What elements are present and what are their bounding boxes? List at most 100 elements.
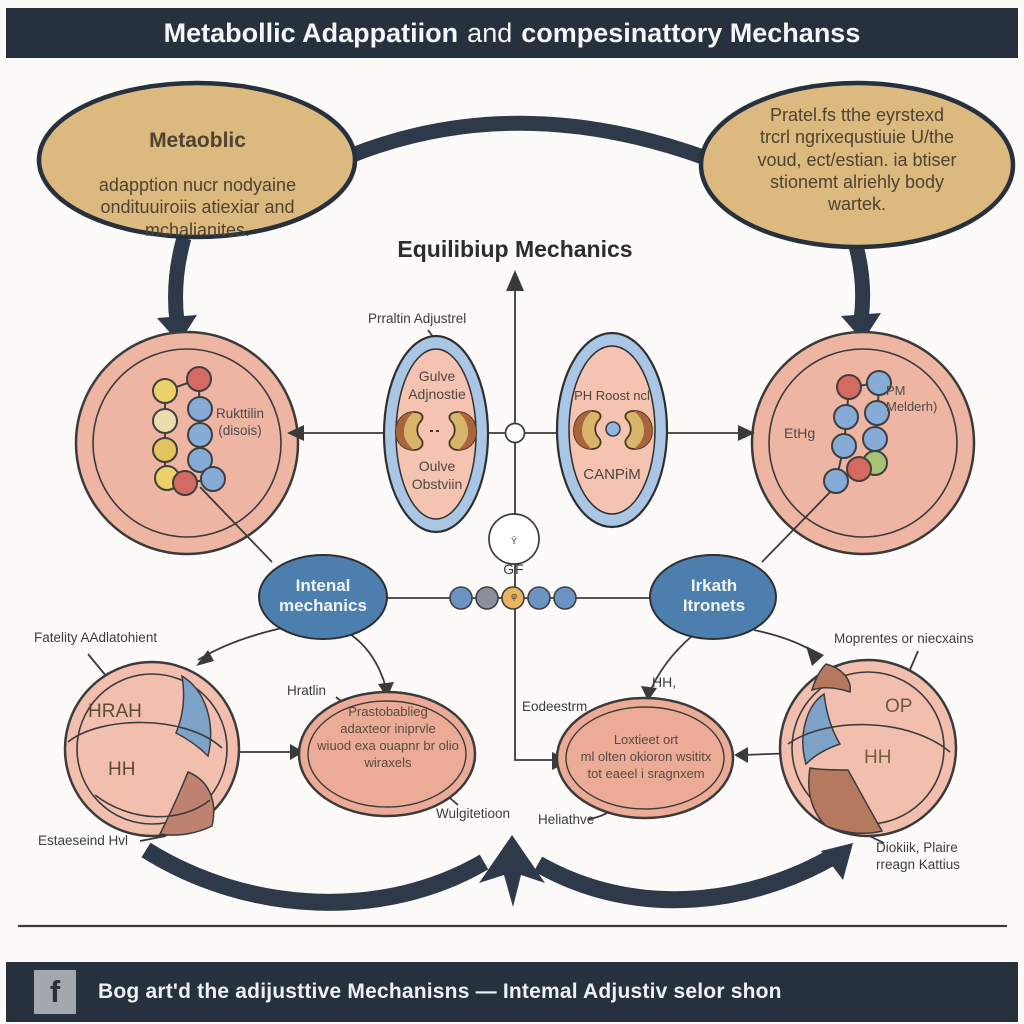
footer-bar: f Bog art'd the adijusttive Mechanisns —…	[6, 962, 1018, 1022]
bottom-left-swoosh	[141, 842, 489, 911]
hub-circle	[488, 513, 540, 565]
right-down-arrow-shaft	[848, 244, 871, 322]
mid-right-arrowhead	[738, 425, 755, 441]
hub-bottom-glyph: φ	[511, 591, 517, 601]
node-left	[258, 554, 388, 640]
left-down-arrowhead	[157, 315, 197, 343]
label-wulgite: Wulgitetioon	[436, 806, 511, 821]
cell-left-label: Rukttilin (disois)	[215, 406, 264, 438]
bubble-top-left	[36, 80, 358, 240]
label-heliathve: Heliathve	[538, 812, 595, 827]
node-right	[649, 554, 777, 640]
kidney-icon	[624, 410, 653, 450]
bubble-top-left-text: Metaoblic adapption nucr nodyaine onditu…	[55, 108, 340, 261]
blue-wedge	[175, 674, 212, 758]
right-down-arrowhead	[841, 313, 881, 341]
left-down-arrow-shaft	[168, 235, 192, 323]
node-right-label: Irkath Itronets	[682, 576, 746, 616]
bead	[449, 586, 473, 610]
ellipse-bottom-right	[555, 696, 735, 820]
node-left-arrowhead1	[196, 650, 214, 666]
brown-wedge	[808, 767, 884, 835]
node-left-label: Intenal mechanics	[279, 576, 367, 616]
kidney-icon	[395, 411, 424, 451]
label-hh-small: HH,	[652, 674, 677, 690]
node-right-arrowhead1	[641, 686, 657, 701]
label-fatelity: Fatelity AAdlatohient	[34, 630, 158, 645]
molecule-left	[152, 366, 226, 496]
beads-row	[449, 586, 577, 610]
swoosh-arrowhead	[821, 843, 853, 880]
into-br-arrowhead	[734, 747, 748, 763]
banner-title-part1: Metabollic Adappatiion	[163, 17, 459, 48]
banner-title-part3: compesinattory Mechanss	[521, 17, 861, 48]
center-kite-arrow	[479, 835, 545, 907]
up-arrowhead	[506, 270, 524, 291]
kidney-icons	[395, 410, 653, 451]
bead	[501, 586, 525, 610]
cell-right-inner-ring	[768, 348, 958, 538]
ellipse-bottom-left	[297, 690, 477, 818]
organelle-left-t2: HH	[108, 759, 136, 780]
organ-right-bottom-label: CANPiM	[583, 466, 641, 483]
organ-left	[382, 334, 490, 534]
node-right-arrowhead2	[806, 646, 824, 666]
organelle-right-t1: OP	[885, 696, 913, 717]
node-left-arrow2	[349, 633, 387, 689]
hub-top-glyph: Ÿ	[510, 536, 517, 546]
cell-right-side-label: EtHg	[784, 425, 816, 441]
node-left-arrowhead2	[378, 682, 394, 698]
thick-arrows	[141, 115, 871, 911]
node-right-arrow2	[753, 629, 817, 654]
thick-arrowheads	[157, 313, 881, 907]
label-diokiik: Diokiik, Plaire rreagn Kattius	[876, 840, 961, 872]
cell-left-inner-ring	[92, 348, 282, 538]
ellipse-bottom-right-body: Loxtieet ort ml olten okioron wsititx to…	[580, 732, 712, 781]
bottom-right-swoosh	[533, 848, 839, 909]
hub-label: GF	[503, 561, 525, 577]
bead	[553, 586, 577, 610]
mid-junction-circle	[504, 422, 526, 444]
label-moprentes: Moprentes or niecxains	[834, 631, 974, 646]
ellipse-bottom-left-body: Prastobablieg adaxteor iniprvle wiuod ex…	[317, 704, 459, 770]
top-arc-connector	[347, 115, 706, 165]
footer-caption: Bog art'd the adijusttive Mechanisns — I…	[98, 980, 782, 1003]
kidney-icon	[448, 411, 477, 451]
organ-left-top-label: Gulve Adjnostie	[408, 368, 466, 402]
title-banner: Metabollic Adappatiion and compesinattor…	[6, 8, 1018, 58]
cell-right-note-label: PM Melderh)	[886, 383, 938, 415]
label-eodeestrm: Eodeestrm	[522, 699, 588, 714]
cell-left-to-node-line	[199, 486, 273, 563]
center-axis-line	[514, 288, 554, 761]
kidney-icon	[573, 410, 602, 450]
organelle-right	[778, 658, 958, 838]
cell-left	[74, 330, 300, 556]
hub-label-group: Ÿ GF φ	[489, 521, 539, 617]
molecule-right	[823, 370, 892, 494]
bead	[475, 586, 499, 610]
cell-right-to-node-line	[761, 485, 837, 563]
brown-wedge	[810, 663, 851, 693]
label-protein-adjust: Prraltin Adjustrel	[368, 311, 467, 326]
diagram-title: Equilibiup Mechanics	[397, 236, 633, 262]
bubble-top-right	[698, 80, 1016, 250]
organ-left-bottom-label: Oulve Obstviin	[411, 458, 463, 492]
organelle-left	[63, 660, 241, 838]
bubble-top-left-heading: Metaoblic	[149, 129, 246, 152]
into-bl-arrowhead	[290, 744, 304, 760]
organ-right-top-label: PH Roost ncl	[574, 388, 650, 403]
estaeseind-line	[139, 835, 167, 842]
organelle-left-t1: HRAH	[88, 701, 142, 722]
organ-right-bead	[605, 421, 621, 437]
label-hratlin: Hratlin	[287, 683, 327, 698]
brown-wedge	[158, 771, 215, 836]
bubble-top-right-body: Pratel.fs tthe eyrstexd trcrl ngrixequst…	[757, 105, 957, 215]
facebook-icon: f	[34, 970, 76, 1014]
mid-left-arrowhead	[287, 425, 304, 441]
label-estaeseind: Estaeseind Hvl	[38, 833, 129, 848]
bubble-top-left-body: adapption nucr nodyaine ondituuiroiis at…	[98, 175, 297, 240]
organelle-right-t2: HH	[864, 747, 892, 768]
banner-title-part2: and	[467, 17, 513, 48]
